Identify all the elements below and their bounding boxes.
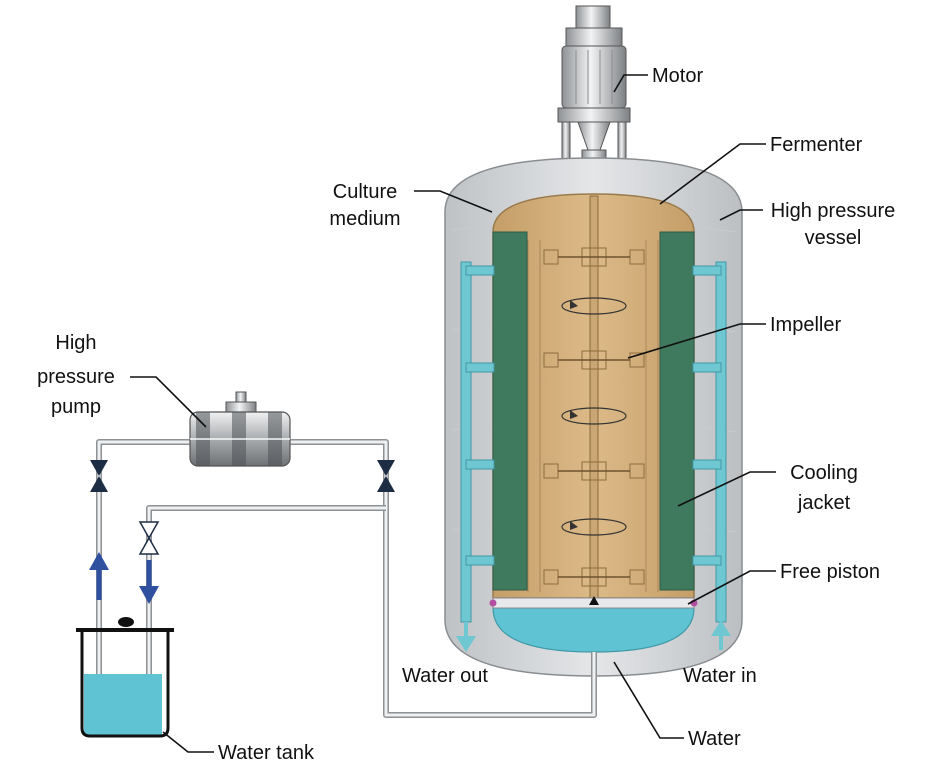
water-tank-label: Water tank	[218, 742, 315, 764]
cooling-jacket-label-line2: jacket	[797, 492, 851, 514]
water-in-label: Water in	[683, 665, 757, 687]
high-pressure-vessel-label-line1: High pressure	[771, 200, 896, 222]
cooling-jacket	[492, 231, 695, 591]
rotation-icon	[561, 518, 627, 536]
rotation-icon	[561, 407, 627, 425]
high-pressure-pump-label-line2: pressure	[37, 366, 115, 388]
piston-arrow-icon	[589, 596, 599, 605]
valve	[90, 460, 108, 492]
high-pressure-pump-label-line3: pump	[51, 396, 101, 418]
flow-up-arrow-icon	[89, 552, 109, 570]
rotation-icon	[561, 297, 627, 315]
fermenter-label: Fermenter	[770, 134, 863, 156]
flow-arrows	[89, 552, 159, 604]
flow-down-arrow-icon	[139, 586, 159, 604]
free-piston	[489, 596, 698, 609]
culture-medium-label-line1: Culture	[333, 181, 397, 203]
high-pressure-pump-label-line1: High	[55, 332, 96, 354]
impeller-label: Impeller	[770, 314, 841, 336]
valve	[138, 521, 160, 555]
water-out-label: Water out	[402, 665, 488, 687]
labels: Motor Fermenter Culture medium High pres…	[37, 65, 895, 764]
cooling-jacket-label-line1: Cooling	[790, 462, 858, 484]
water-tank	[76, 617, 174, 738]
free-piston-label: Free piston	[780, 561, 880, 583]
culture-medium-label-line2: medium	[329, 208, 400, 230]
cooling-water-pipes	[456, 261, 731, 652]
high-pressure-pump	[189, 391, 291, 467]
motor-label: Motor	[652, 65, 703, 87]
leader-lines	[130, 74, 776, 753]
water-in-arrow-icon	[711, 620, 731, 636]
water-label: Water	[688, 728, 741, 750]
high-pressure-vessel-label-line2: vessel	[805, 227, 862, 249]
impeller	[543, 195, 645, 599]
water-out-arrow-icon	[456, 636, 476, 652]
valve	[377, 460, 395, 492]
